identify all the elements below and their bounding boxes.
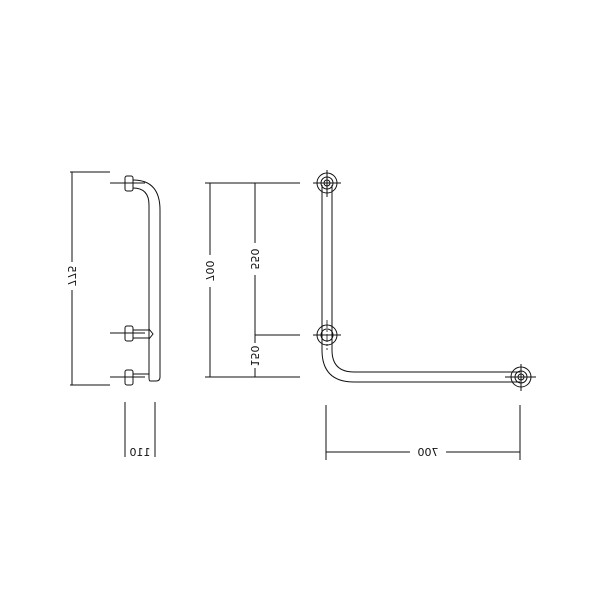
dim-side-depth: 110 — [130, 446, 151, 459]
dim-upper-spacing: 550 — [248, 249, 261, 270]
dim-width: 700 — [418, 446, 439, 459]
tube-side — [132, 179, 161, 382]
dim-side-height: 775 — [65, 266, 78, 287]
flange-mid — [110, 325, 154, 342]
rosette-right — [505, 364, 536, 391]
side-view: 775 110 — [65, 171, 161, 459]
dim-lower-spacing: 150 — [248, 346, 261, 367]
dim-front-height: 700 — [203, 261, 216, 282]
front-view: 700 — [313, 170, 536, 460]
flange-bottom — [110, 369, 145, 386]
front-dimensions: 700 550 150 — [203, 182, 300, 378]
rosette-mid — [313, 320, 341, 350]
tube-front — [321, 185, 520, 383]
rosette-top — [313, 170, 341, 197]
flange-top — [110, 175, 145, 192]
